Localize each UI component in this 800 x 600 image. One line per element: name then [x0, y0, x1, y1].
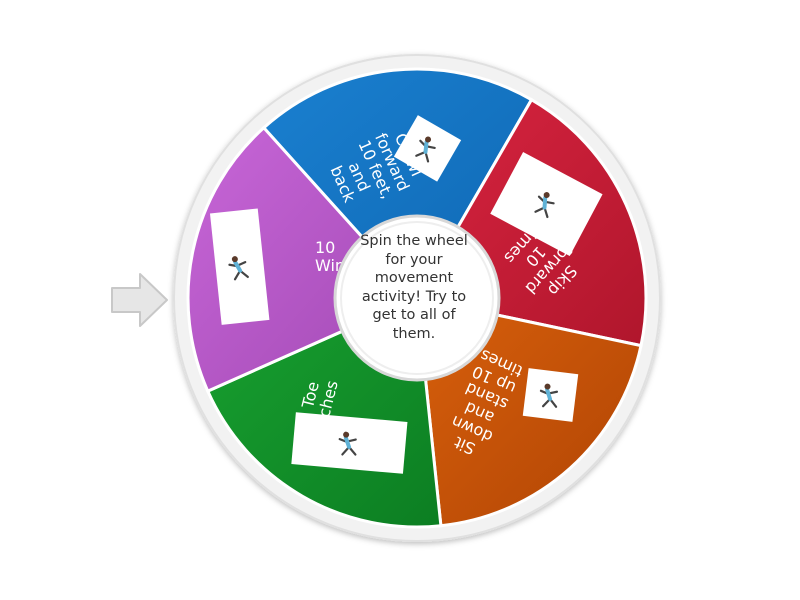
wheel-segment — [261, 67, 534, 301]
wheel-center-instructions: Spin the wheel for your movement activit… — [360, 233, 468, 342]
person-windmill-picture — [209, 208, 270, 325]
arrow-right-icon — [111, 273, 168, 327]
person-sit-stand-picture — [522, 368, 579, 422]
person-toe-touch-picture — [291, 412, 408, 474]
wheel-segment — [186, 125, 420, 394]
exercise-figure-icon — [415, 136, 436, 163]
exercise-figure-icon — [539, 383, 559, 408]
wheel-hub — [333, 214, 501, 382]
person-skipping-picture — [490, 151, 603, 257]
exercise-figure-icon — [228, 256, 249, 281]
wheel-hub-ring — [340, 221, 494, 375]
exercise-figure-icon — [338, 431, 357, 456]
exercise-figure-icon — [534, 192, 555, 219]
wheel-segment-label: Crawlforward10 feet,andback — [322, 123, 430, 217]
person-crawling-picture — [393, 115, 462, 182]
